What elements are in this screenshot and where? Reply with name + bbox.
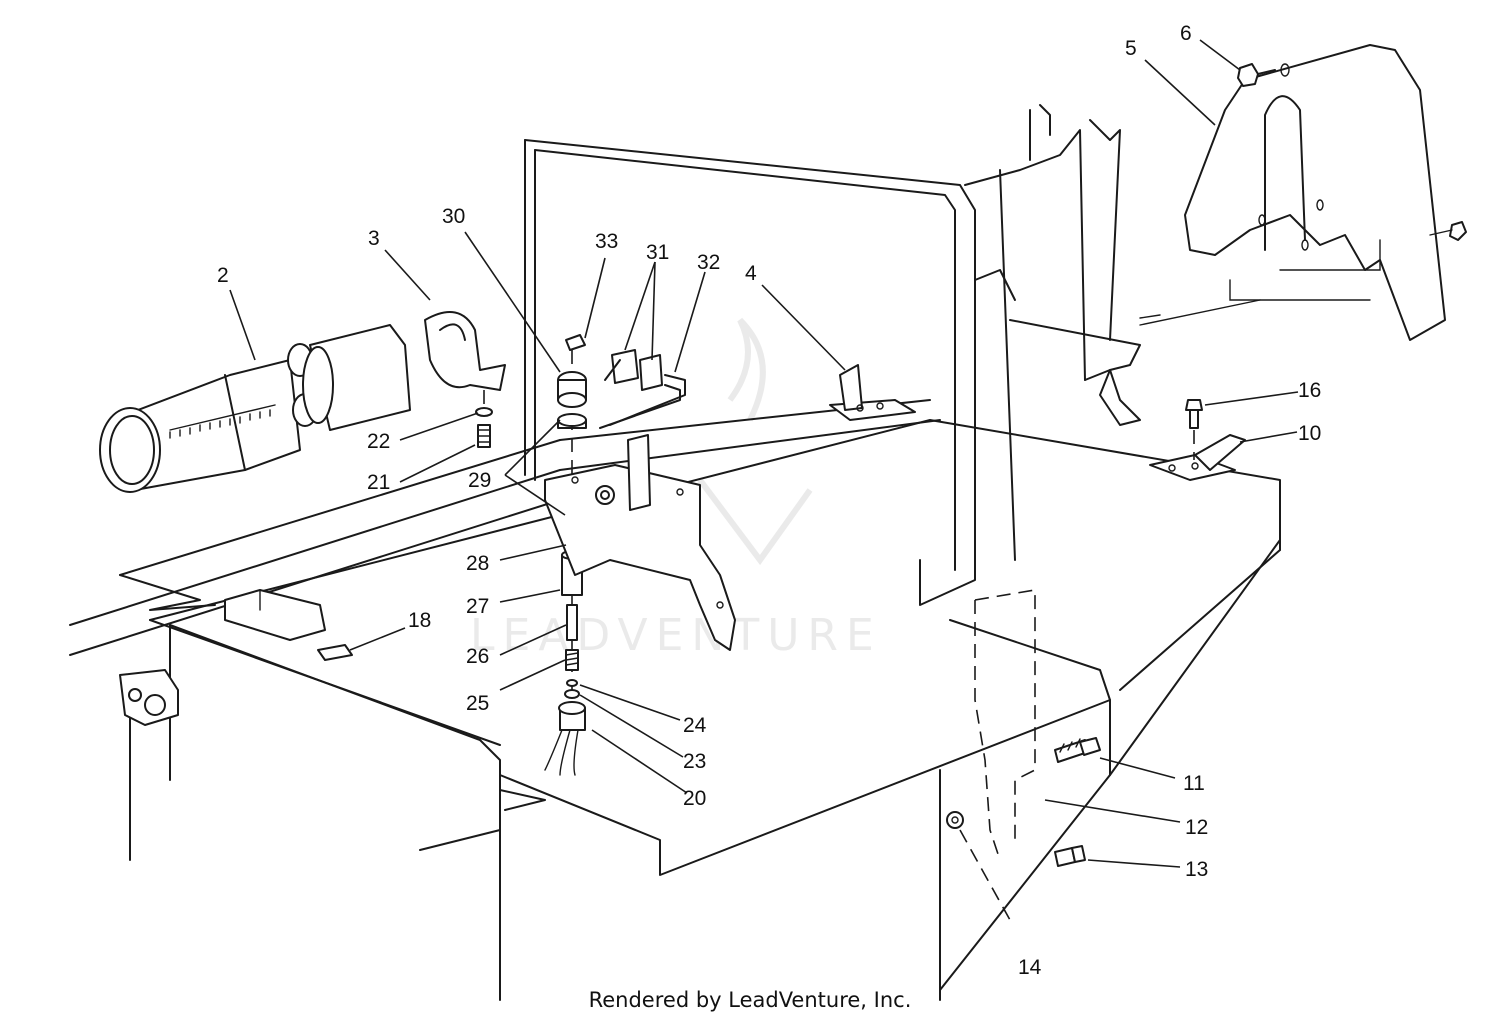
callout-30: 30 [442,205,465,228]
callout-28: 28 [466,552,489,575]
callout-3: 3 [368,227,380,250]
part-4-bracket [829,364,916,421]
callout-22: 22 [367,430,390,453]
callout-10: 10 [1298,422,1321,445]
callout-23: 23 [683,750,706,773]
footer-credit: Rendered by LeadVenture, Inc. [588,988,912,1012]
switch-bracket [544,464,736,651]
callout-20: 20 [683,787,706,810]
part-3-tube-clamp [302,311,506,431]
watermark-logo: LEADVENTURE [470,317,882,661]
callout-4: 4 [745,262,757,285]
watermark-text: LEADVENTURE [470,610,882,661]
part-11-bolt [1054,737,1101,763]
part-18-clip [317,644,353,661]
part-14-nut [946,811,1011,921]
callout-5: 5 [1125,37,1137,60]
callout-24: 24 [683,714,707,737]
left-mount-block [119,669,179,726]
cover-side-bolt [1429,221,1467,241]
callout-18: 18 [408,609,431,632]
callout-26: 26 [466,645,489,668]
callout-25: 25 [466,692,489,715]
callout-labels: 2 3 4 5 6 10 11 12 13 14 16 18 20 21 22 … [217,22,1321,979]
part-13-bolt [1054,845,1086,867]
callout-2: 2 [217,264,229,287]
callout-12: 12 [1185,816,1208,839]
part-5-cover [1184,44,1446,341]
callout-13: 13 [1185,858,1208,881]
deck-frame [69,104,1281,1001]
callout-16: 16 [1298,379,1321,402]
part-10-bracket [1149,434,1246,481]
leader-lines [229,39,1299,868]
callout-29: 29 [468,469,491,492]
part-16-bolt [1185,399,1203,460]
callout-21: 21 [367,471,390,494]
inner-bracket [224,589,326,641]
callout-27: 27 [466,595,489,618]
parts-31-32-33 [565,334,686,511]
callout-6: 6 [1180,22,1192,45]
callout-32: 32 [697,251,720,274]
callout-11: 11 [1183,772,1205,795]
hardware-21-22 [475,390,493,448]
callout-14: 14 [1018,956,1042,979]
part-2-canister [99,343,318,493]
callout-33: 33 [595,230,618,253]
part-6-bolt [1237,63,1276,87]
callout-31: 31 [646,241,669,264]
